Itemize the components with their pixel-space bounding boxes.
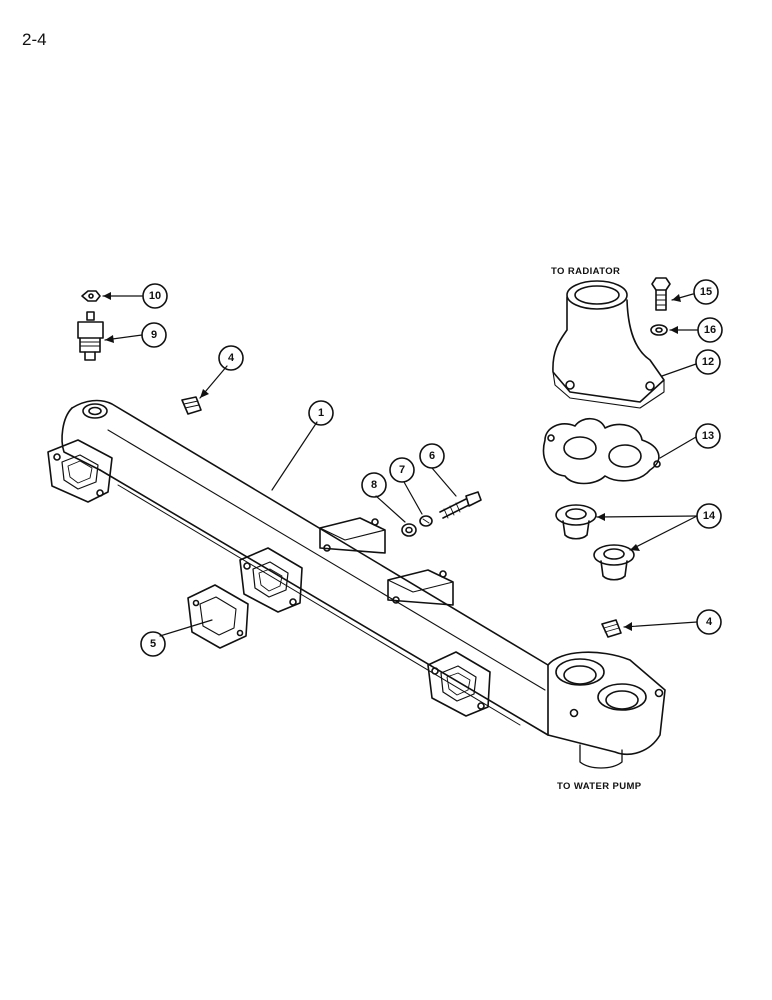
callout-4-lower: 4 [696,609,722,635]
to-water-pump-label: TO WATER PUMP [557,781,642,792]
callout-15: 15 [693,279,719,305]
callout-4-upper-number: 4 [228,352,235,364]
callout-10: 10 [142,283,168,309]
plug-part-4-upper [181,396,202,415]
callout-10-number: 10 [149,290,161,302]
callout-16-number: 16 [704,324,716,336]
thermostat-part-14-a [555,504,597,540]
callout-9: 9 [141,322,167,348]
callout-8-number: 8 [371,479,377,491]
temperature-sender-part-9 [77,311,104,361]
water-manifold [47,399,666,769]
gasket-part-5 [187,584,249,649]
callout-14: 14 [696,503,722,529]
callout-7-number: 7 [399,464,405,476]
plug-part-4-lower [601,619,622,638]
page-number: 2-4 [22,30,47,49]
callout-13-number: 13 [702,430,714,442]
callout-12: 12 [695,349,721,375]
callout-8: 8 [361,472,387,498]
callout-4-lower-number: 4 [706,616,713,628]
callout-5: 5 [140,631,166,657]
callout-13: 13 [695,423,721,449]
callout-15-number: 15 [700,286,712,298]
callout-1: 1 [308,400,334,426]
lock-washer-part-7 [419,515,433,527]
callout-12-number: 12 [702,356,714,368]
to-radiator-label: TO RADIATOR [551,266,621,277]
lock-washer-part-16 [650,324,668,336]
callout-7: 7 [389,457,415,483]
callout-1-number: 1 [318,407,324,419]
thermostat-gasket-part-13 [542,417,661,485]
washer-part-8 [401,523,417,537]
callout-5-number: 5 [150,638,156,650]
bolt-part-6 [439,491,482,519]
callout-6: 6 [419,443,445,469]
bolt-part-15 [651,277,671,311]
leader-arrowheads [103,292,681,631]
callout-6-number: 6 [429,450,435,462]
nut-part-10 [81,290,101,302]
thermostat-housing-part-12 [552,280,665,409]
callout-9-number: 9 [151,329,157,341]
callout-16: 16 [697,317,723,343]
callout-4-upper: 4 [218,345,244,371]
callout-14-number: 14 [703,510,716,522]
thermostat-part-14-b [593,544,635,581]
